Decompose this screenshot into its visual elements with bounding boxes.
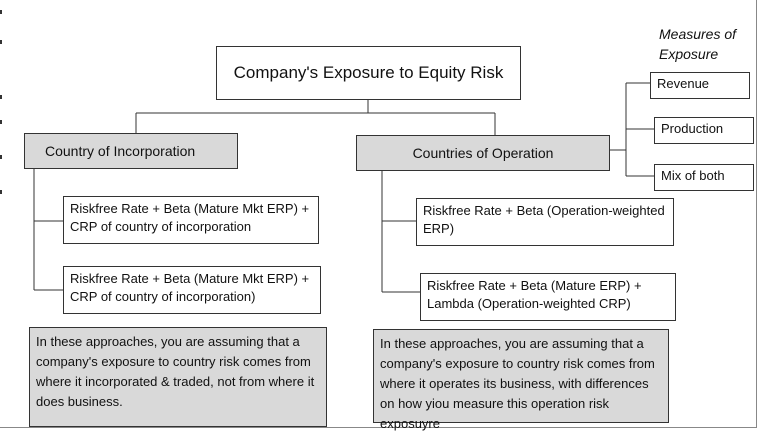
measure-production: Production bbox=[654, 117, 754, 144]
incorporation-approach-1-text: Riskfree Rate + Beta (Mature Mkt ERP) + … bbox=[70, 201, 310, 234]
title-box: Company's Exposure to Equity Risk bbox=[216, 46, 521, 100]
operation-note: In these approaches, you are assuming th… bbox=[373, 329, 669, 431]
incorporation-approach-1: Riskfree Rate + Beta (Mature Mkt ERP) + … bbox=[63, 196, 319, 244]
diagram-frame bbox=[0, 0, 757, 428]
left-edge-marks bbox=[0, 10, 2, 194]
measure-revenue: Revenue bbox=[650, 72, 750, 99]
measure-mix-label: Mix of both bbox=[661, 168, 725, 183]
incorporation-note-text: In these approaches, you are assuming th… bbox=[36, 334, 315, 409]
incorporation-approach-2-text: Riskfree Rate + Beta (Mature Mkt ERP) + … bbox=[70, 271, 310, 304]
incorporation-note: In these approaches, you are assuming th… bbox=[29, 327, 327, 427]
operation-approach-1-text: Riskfree Rate + Beta (Operation-weighted… bbox=[423, 203, 665, 236]
operation-approach-2: Riskfree Rate + Beta (Mature ERP) + Lamb… bbox=[420, 273, 676, 321]
operation-approach-2-text: Riskfree Rate + Beta (Mature ERP) + Lamb… bbox=[427, 278, 642, 311]
operation-note-text: In these approaches, you are assuming th… bbox=[380, 336, 655, 431]
measure-production-label: Production bbox=[661, 121, 724, 136]
incorporation-approach-2: Riskfree Rate + Beta (Mature Mkt ERP) + … bbox=[63, 266, 321, 314]
operation-header-label: Countries of Operation bbox=[412, 145, 554, 161]
operation-approach-1: Riskfree Rate + Beta (Operation-weighted… bbox=[416, 198, 674, 246]
measures-caption: Measures of Exposure bbox=[659, 26, 737, 62]
diagram-title: Company's Exposure to Equity Risk bbox=[233, 63, 504, 82]
incorporation-header-label: Country of Incorporation bbox=[45, 143, 196, 159]
operation-header: Countries of Operation bbox=[356, 135, 610, 171]
measure-revenue-label: Revenue bbox=[657, 76, 710, 91]
measure-mix: Mix of both bbox=[654, 164, 754, 191]
incorporation-header: Country of Incorporation bbox=[24, 133, 238, 169]
